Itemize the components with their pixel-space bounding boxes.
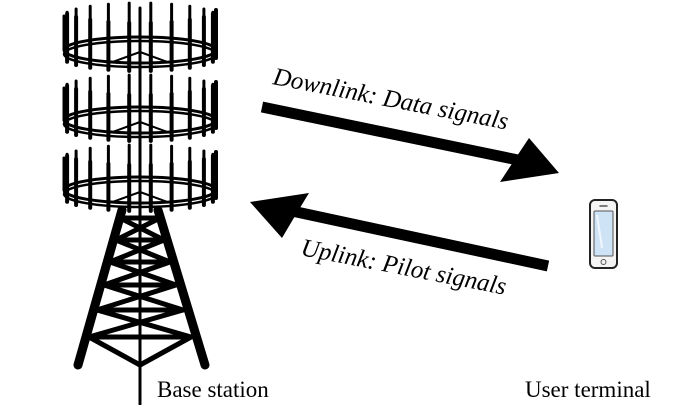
user-terminal-label: User terminal bbox=[525, 377, 651, 402]
downlink-arrow bbox=[260, 101, 559, 182]
downlink-label: Downlink: Data signals bbox=[270, 63, 511, 135]
antenna-ring-middle bbox=[62, 73, 218, 143]
antenna-tower-icon bbox=[62, 1, 218, 405]
uplink-arrow bbox=[250, 193, 550, 272]
base-station-label: Base station bbox=[157, 377, 269, 402]
antenna-ring-bottom bbox=[62, 143, 218, 213]
antenna-ring-top bbox=[62, 1, 218, 73]
smartphone-icon bbox=[589, 199, 618, 269]
uplink-label: Uplink: Pilot signals bbox=[299, 234, 509, 300]
